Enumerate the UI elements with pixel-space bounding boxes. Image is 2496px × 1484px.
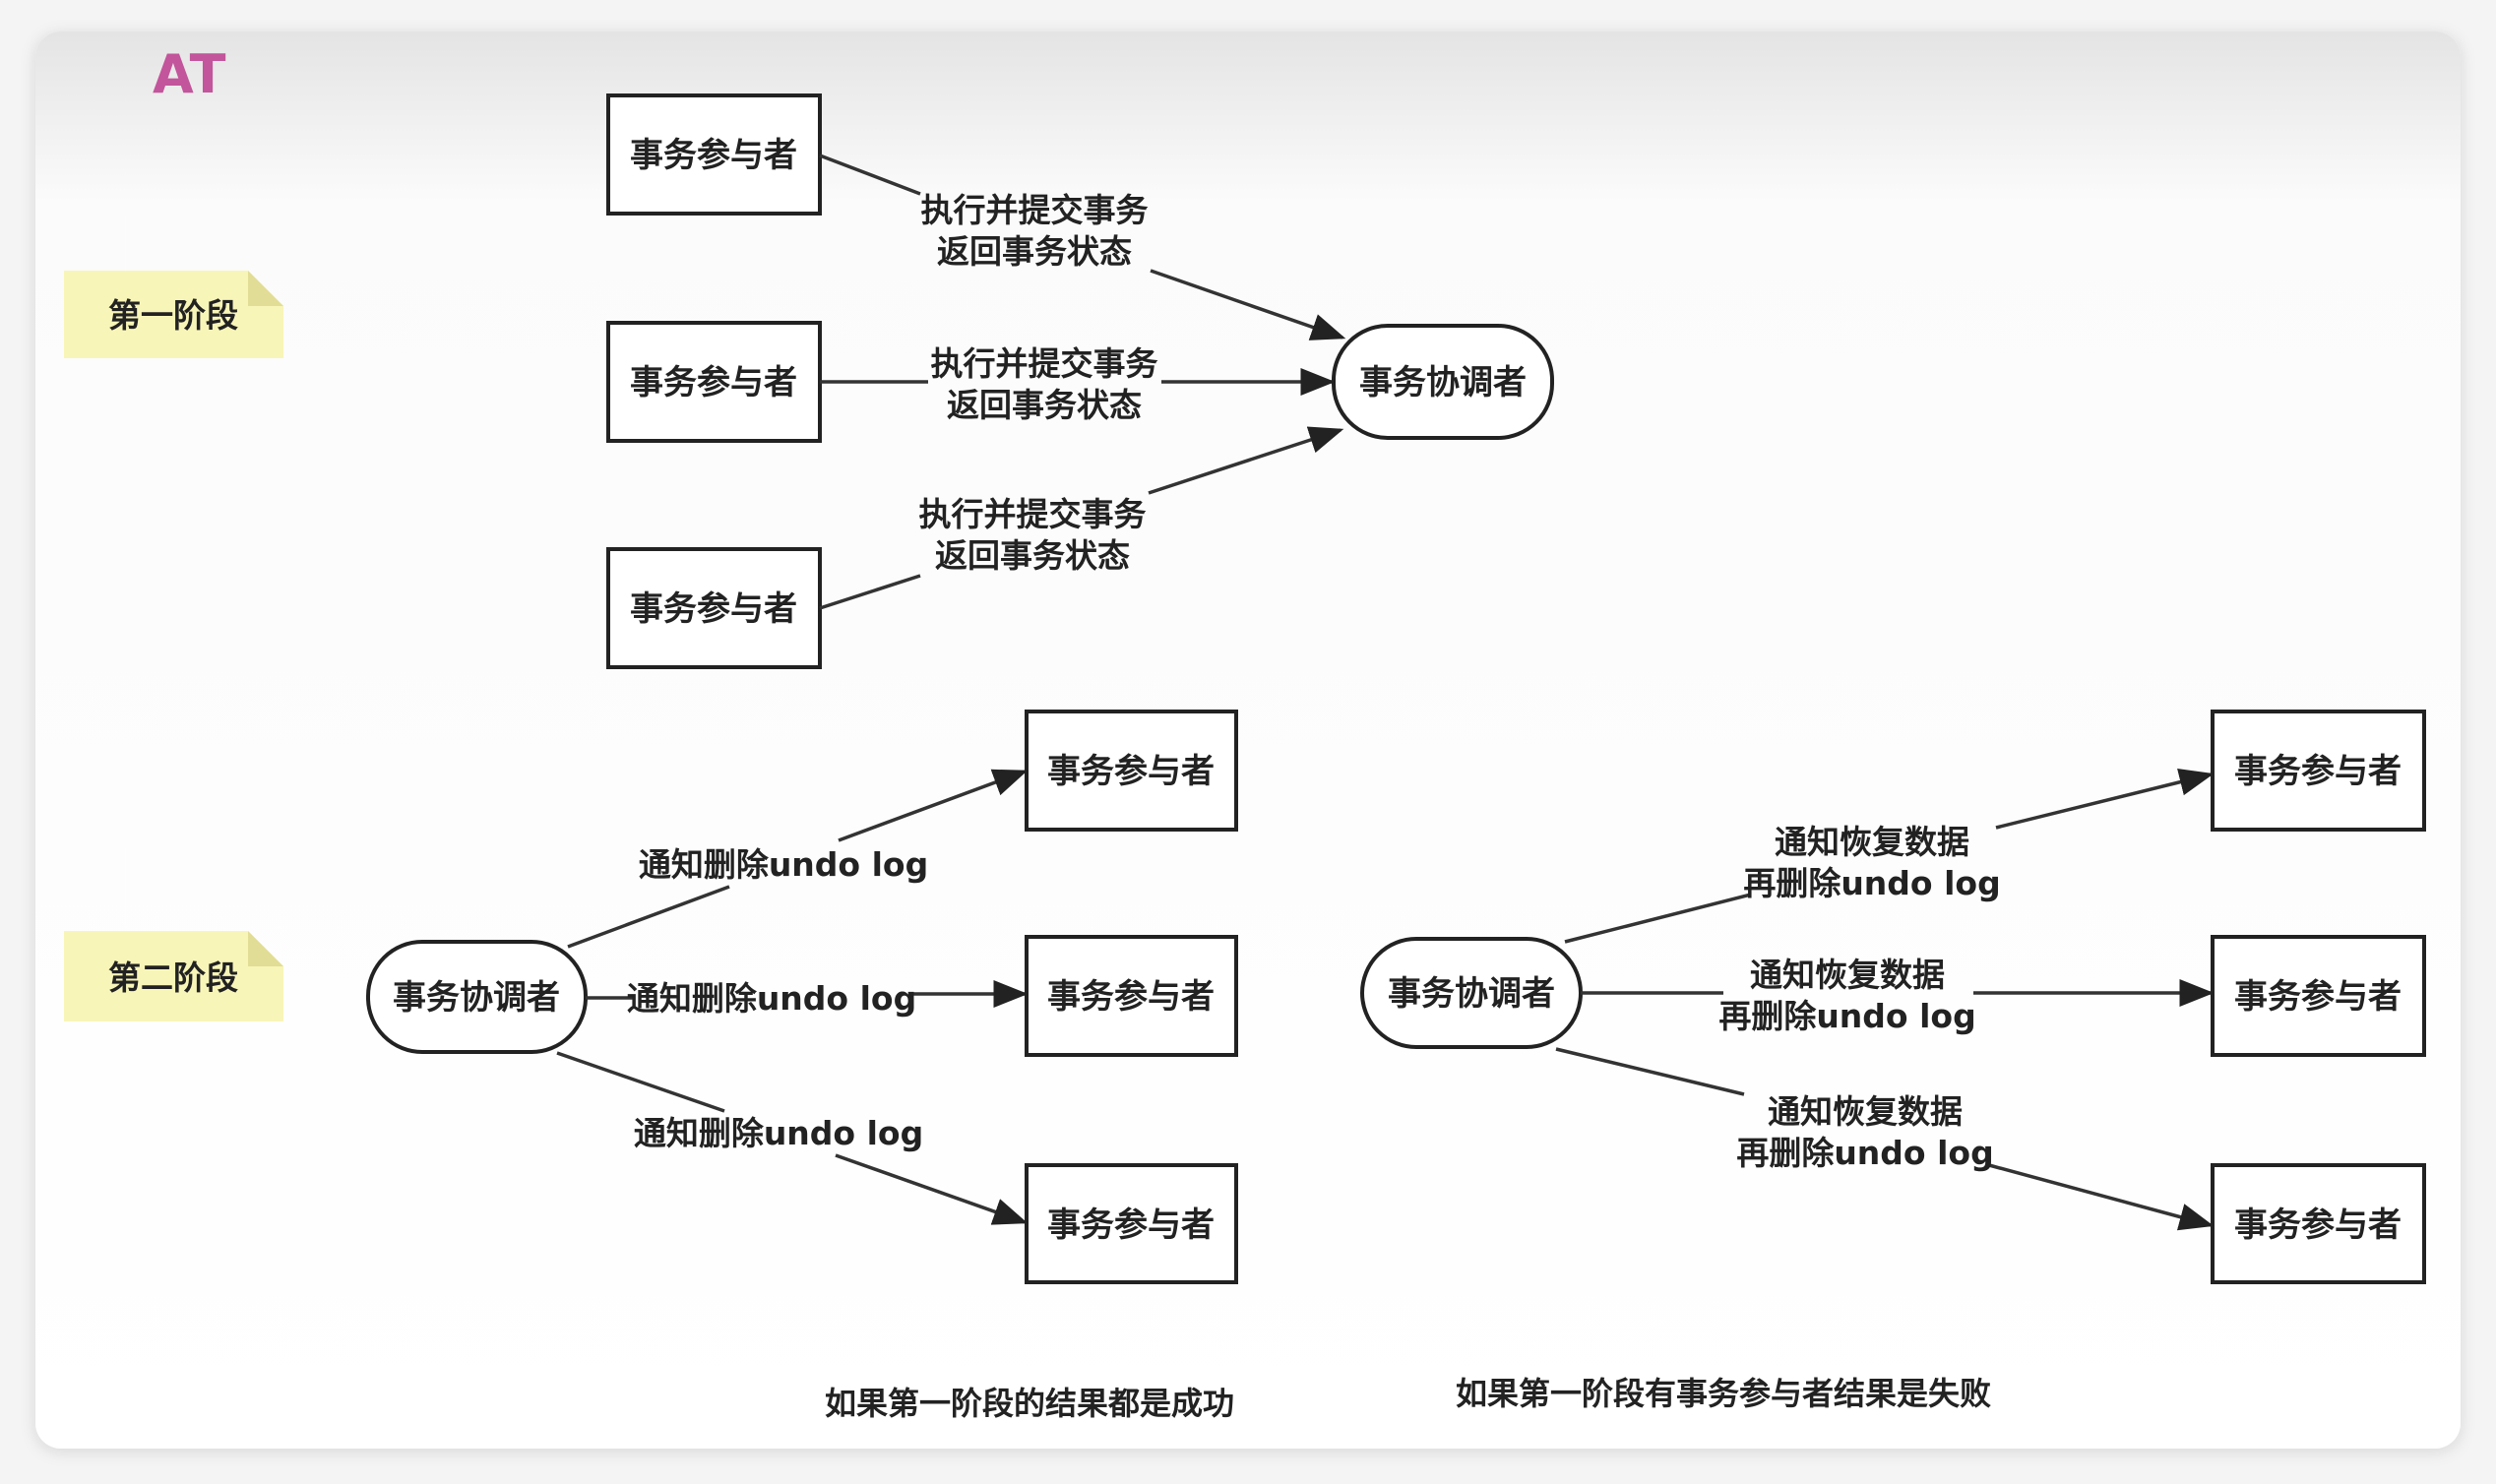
phase2-label: 第二阶段 (108, 958, 238, 997)
edge-arrow (1148, 426, 1344, 495)
edge-arrow (835, 1153, 1029, 1225)
edge-label: 通知删除undo log (639, 845, 928, 884)
participant-label: 事务参与者 (1047, 1206, 1215, 1245)
coordinator-label: 事务协调者 (1388, 974, 1555, 1014)
edge-arrow (1988, 1163, 2215, 1231)
participant-box (1025, 935, 1238, 1057)
participant-box (1025, 1163, 1238, 1284)
edge-arrow (838, 769, 1029, 842)
edge-line (556, 1051, 725, 1113)
coordinator-label: 事务协调者 (393, 978, 560, 1018)
edge-label: 返回事务状态 (947, 386, 1142, 424)
edge-label: 通知恢复数据 (1768, 1092, 1963, 1131)
edge-arrow (1150, 269, 1346, 340)
edge-label: 通知删除undo log (634, 1114, 923, 1152)
participant-label: 事务参与者 (2234, 977, 2402, 1017)
participant-label: 事务参与者 (630, 589, 797, 629)
participant-box (1025, 710, 1238, 832)
edge-label: 通知删除undo log (627, 979, 916, 1018)
edge-arrow (1995, 768, 2215, 830)
edge-label: 返回事务状态 (935, 536, 1130, 575)
participant-box (606, 321, 822, 443)
coordinator-label: 事务协调者 (1359, 363, 1527, 402)
participant-label: 事务参与者 (1047, 977, 1215, 1017)
slide-title: AT (153, 43, 226, 105)
participant-box (2211, 710, 2426, 832)
edge-label: 执行并提交事务 (931, 344, 1158, 383)
participant-label: 事务参与者 (2234, 752, 2402, 791)
participant-label: 事务参与者 (630, 136, 797, 175)
edge-label: 返回事务状态 (937, 232, 1132, 271)
edge-label: 再删除undo log (1718, 997, 1975, 1035)
phase1-label: 第一阶段 (108, 296, 238, 335)
phase2-note: 第二阶段 (64, 931, 283, 1021)
edge-line (1564, 893, 1752, 944)
participant-box (2211, 935, 2426, 1057)
phase2-failure-diagram: 事务协调者 事务参与者 事务参与者 事务参与者 通知恢复数据 再删除undo l… (1360, 710, 2426, 1412)
edge-label: 执行并提交事务 (919, 495, 1147, 533)
participant-box (606, 93, 822, 216)
edge-label: 通知恢复数据 (1750, 956, 1945, 994)
success-caption: 如果第一阶段的结果都是成功 (825, 1385, 1234, 1422)
participant-label: 事务参与者 (630, 363, 797, 402)
edge-label: 再删除undo log (1736, 1134, 1993, 1172)
edge-label: 通知恢复数据 (1775, 823, 1969, 861)
edge-label: 执行并提交事务 (921, 191, 1149, 229)
failure-caption: 如果第一阶段有事务参与者结果是失败 (1456, 1375, 1991, 1412)
edge-line (819, 154, 921, 196)
slide-panel (35, 31, 2461, 1449)
phase1-note: 第一阶段 (64, 271, 283, 358)
edge-line (567, 885, 730, 949)
edge-line (1555, 1047, 1745, 1096)
edge-line (819, 574, 921, 610)
phase2-success-diagram: 事务协调者 事务参与者 事务参与者 事务参与者 通知删除undo log 通知删… (366, 710, 1238, 1422)
phase1-diagram: 事务参与者 事务参与者 事务参与者 事务协调者 执行并提交事务 返回事务状态 执… (606, 93, 1554, 669)
edge-label: 再删除undo log (1743, 864, 2000, 902)
participant-box (2211, 1163, 2426, 1284)
participant-label: 事务参与者 (1047, 752, 1215, 791)
participant-label: 事务参与者 (2234, 1206, 2402, 1245)
